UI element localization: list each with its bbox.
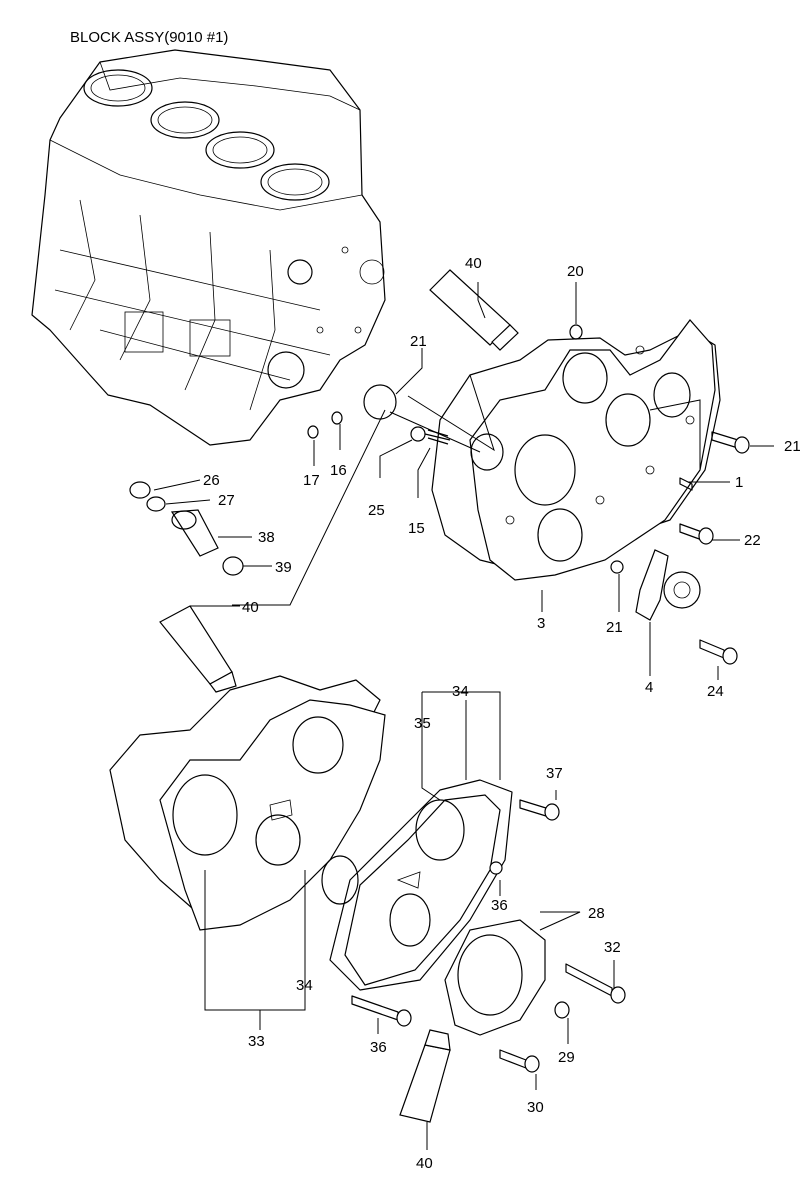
plug-17 bbox=[307, 425, 319, 439]
callout-22: 24 bbox=[707, 683, 724, 700]
callout-33: 34 bbox=[452, 683, 469, 700]
diagram-title: BLOCK ASSY(9010 #1) bbox=[70, 29, 228, 46]
bolt-29 bbox=[565, 963, 626, 1004]
callout-30: 33 bbox=[248, 1033, 265, 1050]
callout-38: 38 bbox=[258, 529, 275, 546]
callout-16: 16 bbox=[330, 462, 347, 479]
callout-21-lower: 22 bbox=[744, 532, 761, 549]
cover-plate-34 bbox=[344, 794, 501, 986]
callout-26: 28 bbox=[588, 905, 605, 922]
callout-labels: 40 20 21 21 1 17 16 25 15 22 3 21 4 24 2… bbox=[203, 255, 801, 1172]
callout-37: 37 bbox=[546, 765, 563, 782]
o-ring-39 bbox=[222, 556, 244, 576]
callout-24: 26 bbox=[203, 472, 220, 489]
callout-35: 36 bbox=[370, 1039, 387, 1056]
sealant-tube-bottom bbox=[399, 1029, 451, 1123]
cover-plate-gasket-33 bbox=[329, 779, 513, 991]
callout-34: 35 bbox=[414, 715, 431, 732]
callout-40: 40 bbox=[465, 255, 482, 272]
gasket-25 bbox=[146, 496, 166, 512]
nut-23 bbox=[410, 426, 426, 442]
sealant-tube-middle bbox=[159, 605, 237, 693]
sealant-tube-top bbox=[429, 269, 519, 351]
callout-18: 20 bbox=[567, 263, 584, 280]
callout-4: 4 bbox=[645, 679, 653, 696]
bolt-28 bbox=[499, 1049, 540, 1073]
callout-19: 21 bbox=[410, 333, 427, 350]
callout-32: 34 bbox=[296, 977, 313, 994]
callout-17: 17 bbox=[303, 472, 320, 489]
callout-28: 30 bbox=[527, 1099, 544, 1116]
bolt-27 bbox=[554, 1001, 570, 1019]
valve-38 bbox=[170, 509, 219, 557]
plug-16 bbox=[331, 411, 343, 425]
bolt-36 bbox=[489, 861, 503, 875]
bolt-21-lower bbox=[679, 523, 714, 545]
callout-20: 21 bbox=[606, 619, 623, 636]
callout-23: 25 bbox=[368, 502, 385, 519]
callout-25: 27 bbox=[218, 492, 235, 509]
callout-39: 39 bbox=[275, 559, 292, 576]
o-ring-18 bbox=[569, 324, 583, 340]
callout-40-middle: 40 bbox=[242, 599, 259, 616]
callout-3: 3 bbox=[537, 615, 545, 632]
callout-27: 29 bbox=[558, 1049, 575, 1066]
oil-pump-4 bbox=[635, 549, 701, 621]
callout-1: 1 bbox=[735, 474, 743, 491]
leader-lines bbox=[153, 282, 774, 1150]
bolt-21-upper bbox=[711, 431, 750, 454]
gear-case-plate bbox=[469, 319, 716, 581]
callout-36: 36 bbox=[491, 897, 508, 914]
bolt-35 bbox=[351, 995, 412, 1027]
gear-case-gasket bbox=[431, 329, 721, 571]
gear-cover-30 bbox=[159, 699, 386, 931]
bolt-37 bbox=[519, 799, 560, 821]
o-ring-19 bbox=[363, 384, 397, 420]
cover-26 bbox=[444, 919, 546, 1036]
callout-40-bottom: 40 bbox=[416, 1155, 433, 1172]
gear-cover-gasket bbox=[109, 675, 381, 916]
callout-21: 21 bbox=[784, 438, 801, 455]
bolt-22 bbox=[699, 639, 738, 665]
plug-24 bbox=[129, 481, 151, 499]
bolt-20 bbox=[610, 560, 624, 574]
callout-29: 32 bbox=[604, 939, 621, 956]
callout-15: 15 bbox=[408, 520, 425, 537]
cylinder-block bbox=[31, 49, 386, 446]
